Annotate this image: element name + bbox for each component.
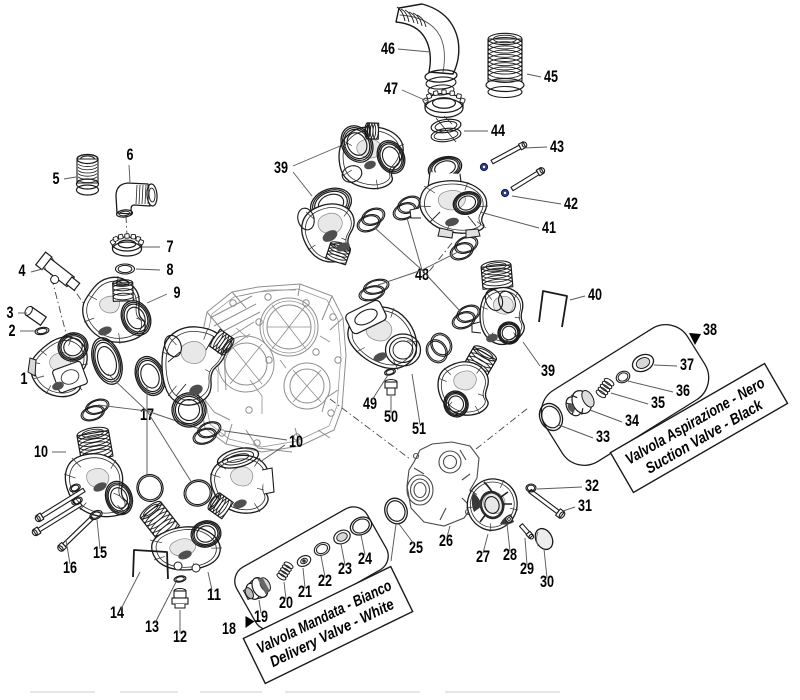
svg-text:35: 35	[651, 393, 665, 412]
svg-text:2: 2	[9, 321, 16, 340]
svg-text:5: 5	[53, 169, 60, 188]
svg-text:38: 38	[703, 320, 717, 339]
svg-text:51: 51	[412, 419, 426, 438]
svg-text:42: 42	[564, 194, 578, 213]
svg-text:40: 40	[588, 285, 602, 304]
svg-text:26: 26	[439, 531, 453, 550]
svg-text:34: 34	[625, 411, 639, 430]
svg-text:9: 9	[174, 283, 181, 302]
svg-text:22: 22	[318, 571, 332, 590]
svg-text:6: 6	[127, 145, 134, 164]
svg-text:36: 36	[676, 381, 690, 400]
svg-text:45: 45	[544, 67, 558, 86]
svg-text:43: 43	[550, 137, 564, 156]
svg-text:44: 44	[491, 121, 505, 140]
svg-text:11: 11	[207, 585, 221, 604]
svg-text:33: 33	[596, 427, 610, 446]
svg-text:32: 32	[585, 476, 599, 495]
svg-text:19: 19	[254, 607, 268, 626]
svg-text:4: 4	[19, 261, 26, 280]
svg-text:3: 3	[7, 303, 14, 322]
svg-text:31: 31	[578, 496, 592, 515]
svg-text:16: 16	[63, 558, 77, 577]
svg-text:39: 39	[541, 361, 555, 380]
svg-text:7: 7	[167, 237, 174, 256]
svg-text:49: 49	[363, 394, 377, 413]
svg-text:10: 10	[289, 432, 303, 451]
svg-text:39: 39	[274, 158, 288, 177]
svg-text:41: 41	[542, 218, 556, 237]
svg-text:27: 27	[476, 547, 490, 566]
svg-text:1: 1	[21, 369, 28, 388]
svg-text:10: 10	[34, 442, 48, 461]
svg-text:18: 18	[222, 619, 236, 638]
svg-text:47: 47	[384, 79, 398, 98]
svg-text:23: 23	[338, 559, 352, 578]
svg-text:24: 24	[358, 549, 372, 568]
svg-text:46: 46	[381, 39, 395, 58]
svg-text:37: 37	[680, 355, 694, 374]
svg-text:8: 8	[167, 260, 174, 279]
